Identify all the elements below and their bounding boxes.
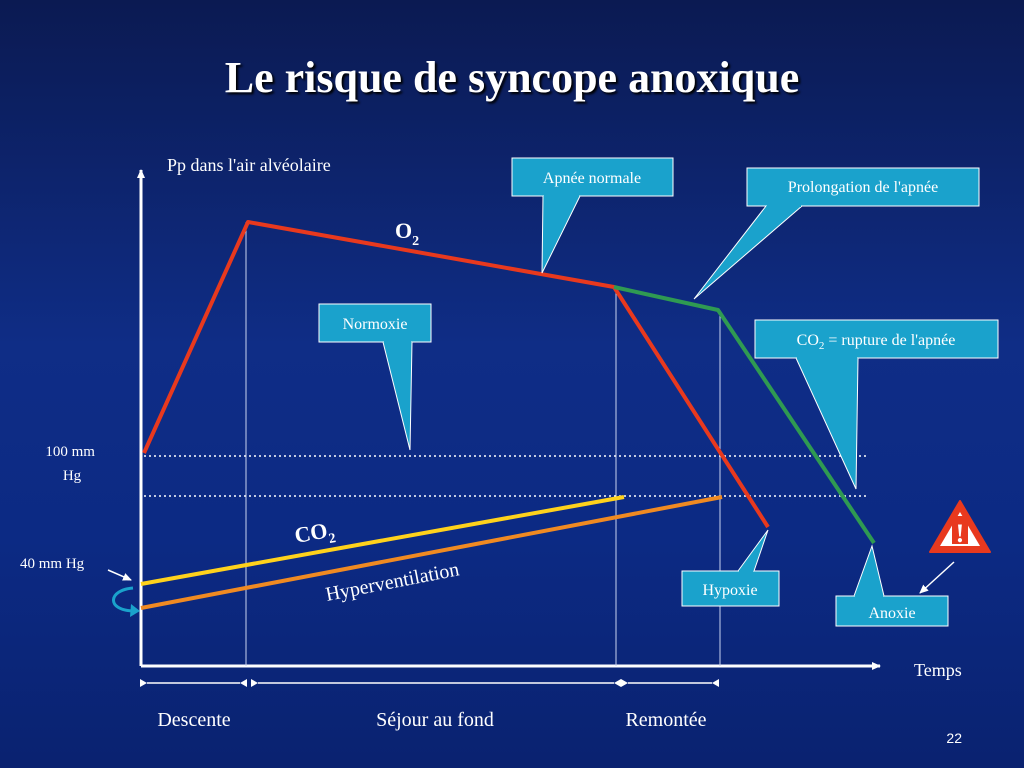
callout-apnee-normale: Apnée normale	[511, 157, 674, 274]
level-100-line1: 100 mm	[45, 444, 95, 460]
callout-co2-rupture-text: CO2 = rupture de l'apnée	[797, 332, 956, 352]
callout-hypoxie: Hypoxie	[681, 529, 780, 607]
callout-co2-rupture-sub: 2	[819, 340, 825, 352]
callout-hypoxie-text: Hypoxie	[702, 582, 757, 599]
level-40-label: 40 mm Hg	[20, 556, 85, 572]
co2-curve	[140, 495, 625, 586]
callout-co2-rupture: CO2 = rupture de l'apnée	[754, 319, 999, 490]
co2-label: CO2	[293, 516, 338, 552]
o2-curve	[142, 220, 770, 529]
callout-co2-rupture-rest: = rupture de l'apnée	[824, 332, 955, 349]
co2-hyperventilation-curve	[140, 495, 723, 610]
co2-label-main: CO	[293, 518, 330, 548]
phase-label-remontee: Remontée	[625, 709, 706, 731]
hyperventilation-label: Hyperventilation	[324, 558, 461, 605]
callout-normoxie: Normoxie	[318, 303, 432, 451]
callout-prolongation: Prolongation de l'apnée	[693, 167, 980, 300]
o2-label: O2	[395, 218, 419, 249]
callout-apnee-normale-text: Apnée normale	[543, 170, 641, 187]
co2-label-sub: 2	[328, 531, 337, 547]
slide-number: 22	[946, 730, 962, 746]
slide-title: Le risque de syncope anoxique	[224, 53, 800, 102]
curved-arrow-head-icon	[130, 604, 140, 617]
level-100-line2: Hg	[63, 468, 82, 484]
o2-label-sub: 2	[412, 234, 419, 249]
y-axis-label: Pp dans l'air alvéolaire	[167, 155, 331, 175]
phase-label-sejour: Séjour au fond	[376, 709, 494, 731]
phase-label-descente: Descente	[157, 709, 230, 731]
callout-co2-rupture-main: CO	[797, 332, 819, 349]
x-axis-label: Temps	[914, 660, 962, 680]
warning-symbol: !	[956, 519, 965, 548]
warning-arrow	[919, 561, 955, 594]
callout-anoxie-text: Anoxie	[868, 605, 915, 622]
curved-arrow-icon	[112, 586, 134, 613]
callout-anoxie: Anoxie	[835, 544, 949, 627]
level-100-label: 100 mm Hg	[45, 444, 98, 484]
callout-normoxie-text: Normoxie	[343, 316, 408, 333]
level-40-arrow	[107, 569, 132, 581]
o2-label-main: O	[395, 218, 412, 243]
callout-prolongation-text: Prolongation de l'apnée	[788, 179, 938, 196]
o2-prolonged-curve	[613, 285, 876, 545]
warning-triangle-icon: !	[929, 500, 991, 553]
